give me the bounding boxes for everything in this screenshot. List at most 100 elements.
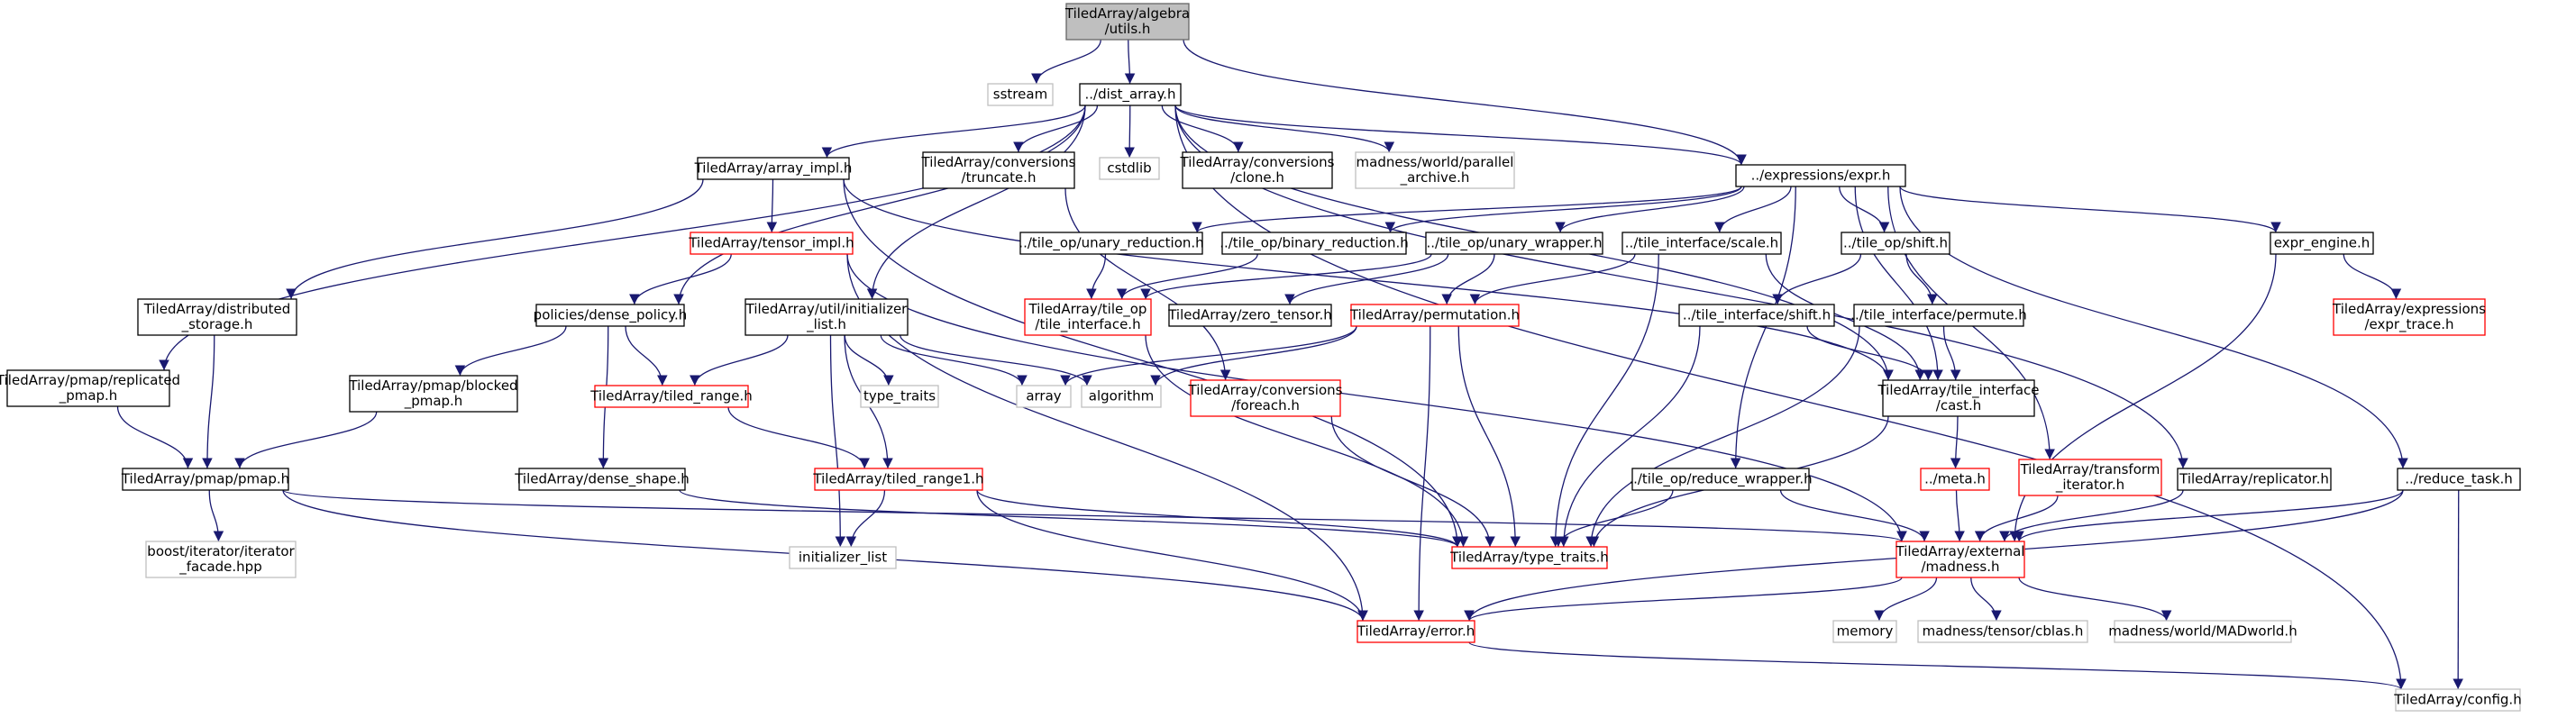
edge-unary_wrapper-to-zero_tensor <box>1284 253 1449 305</box>
node-box <box>1920 468 1990 491</box>
node-madness_parallel[interactable]: madness/world/parallel_archive.h <box>1355 151 1515 189</box>
node-memory[interactable]: memory <box>1832 620 1897 643</box>
node-dense_shape[interactable]: TiledArray/dense_shape.h <box>514 468 690 491</box>
node-label: ../expressions/expr.h <box>1751 168 1891 184</box>
node-expr_engine[interactable]: expr_engine.h <box>2270 232 2374 255</box>
edge-dist_array-to-array_impl <box>821 105 1086 159</box>
node-tiled_range1[interactable]: TiledArray/tiled_range1.h <box>812 468 984 491</box>
node-box <box>1853 304 2024 327</box>
edge-dense_policy-to-tiled_range <box>625 325 668 386</box>
node-box <box>2018 459 2162 496</box>
edge-ti_scale-to-permutation <box>1469 253 1636 305</box>
node-label: TiledArray/tensor_impl.h <box>688 235 854 252</box>
node-pmap[interactable]: TiledArray/pmap/pmap.h <box>121 468 289 491</box>
node-box <box>814 468 983 491</box>
edge-expr-to-reduce_task <box>1899 186 2408 469</box>
node-tiled_range[interactable]: TiledArray/tiled_range.h <box>589 385 753 408</box>
node-ti_cast[interactable]: TiledArray/tile_interface/cast.h <box>1877 379 2040 417</box>
edge-expr_engine-to-expr_trace <box>2343 253 2402 300</box>
edge-pmap_repl-to-pmap <box>116 405 194 469</box>
edge-reduce_task-to-config <box>2453 489 2464 690</box>
node-unary_reduction[interactable]: ../tile_op/unary_reduction.h <box>1019 232 1204 255</box>
node-sstream[interactable]: sstream <box>987 83 1054 106</box>
node-pmap_blocked[interactable]: TiledArray/pmap/blocked_pmap.h <box>348 375 518 413</box>
node-label: ../dist_array.h <box>1085 86 1176 104</box>
edge-dist_array-to-init_list <box>866 105 1086 300</box>
edge-conv_foreach-to-ta_type_traits <box>1330 415 1495 548</box>
node-label: TiledArray/pmap/blocked <box>348 377 517 394</box>
node-mad_world[interactable]: madness/world/MADworld.h <box>2108 620 2297 643</box>
node-box <box>122 468 289 491</box>
node-box <box>1065 3 1190 41</box>
node-label: TiledArray/algebra <box>1064 5 1190 22</box>
node-array_impl[interactable]: TiledArray/array_impl.h <box>694 157 853 180</box>
edge-expr-to-ti_scale <box>1713 186 1792 233</box>
node-label: madness/world/MADworld.h <box>2108 623 2297 640</box>
node-conv_truncate[interactable]: TiledArray/conversions/truncate.h <box>921 151 1076 189</box>
node-type_traits_std[interactable]: type_traits <box>860 385 939 408</box>
node-conv_clone[interactable]: TiledArray/conversions/clone.h <box>1180 151 1335 189</box>
node-label: TiledArray/tile_op <box>1028 301 1147 318</box>
node-initializer_list[interactable]: initializer_list <box>789 546 897 569</box>
node-label: ../tile_op/reduce_wrapper.h <box>1629 471 1812 488</box>
node-reduce_task[interactable]: ../reduce_task.h <box>2397 468 2521 491</box>
node-shift_op[interactable]: ../tile_op/shift.h <box>1841 232 1950 255</box>
node-label: TiledArray/conversions <box>1180 154 1335 170</box>
node-label: array <box>1026 388 1061 404</box>
node-dist_array[interactable]: ../dist_array.h <box>1079 83 1182 106</box>
edge-binary_reduction-to-tile_op_ti <box>1116 253 1258 300</box>
node-boost_iter[interactable]: boost/iterator/iterator_facade.hpp <box>145 541 297 578</box>
node-dense_policy[interactable]: policies/dense_policy.h <box>534 304 688 327</box>
node-label: /truncate.h <box>962 169 1037 186</box>
node-binary_reduction[interactable]: ../tile_op/binary_reduction.h <box>1219 232 1409 255</box>
node-transform_iter[interactable]: TiledArray/transform_iterator.h <box>2018 459 2162 496</box>
node-label: ../tile_op/binary_reduction.h <box>1219 235 1409 252</box>
node-label: expr_engine.h <box>2274 235 2370 252</box>
node-meta[interactable]: ../meta.h <box>1920 468 1990 491</box>
node-pmap_repl[interactable]: TiledArray/pmap/replicated_pmap.h <box>0 369 180 407</box>
edge-init_list-to-type_traits_std <box>844 334 894 386</box>
node-tensor_impl[interactable]: TiledArray/tensor_impl.h <box>688 232 854 255</box>
node-expr_trace[interactable]: TiledArray/expressions/expr_trace.h <box>2332 298 2486 336</box>
node-init_list[interactable]: TiledArray/util/initializer_list.h <box>744 298 909 336</box>
edge-ti_permute-to-ti_cast <box>1942 325 1961 381</box>
node-box <box>2114 620 2292 643</box>
node-reduce_wrapper[interactable]: ../tile_op/reduce_wrapper.h <box>1629 468 1813 491</box>
node-ti_scale[interactable]: ../tile_interface/scale.h <box>1621 232 1782 255</box>
edge-expr-to-binary_reduction <box>1384 186 1742 233</box>
node-dist_storage[interactable]: TiledArray/distributed_storage.h <box>137 298 297 336</box>
edge-ext_madness-to-memory <box>1874 577 1938 622</box>
node-label: madness/world/parallel <box>1357 154 1514 170</box>
node-ti_shift[interactable]: ../tile_interface/shift.h <box>1678 304 1835 327</box>
node-unary_wrapper[interactable]: ../tile_op/unary_wrapper.h <box>1425 232 1603 255</box>
node-error[interactable]: TiledArray/error.h <box>1357 620 1475 643</box>
node-box <box>594 385 749 408</box>
node-tile_op_ti[interactable]: TiledArray/tile_op/tile_interface.h <box>1024 298 1152 336</box>
node-zero_tensor[interactable]: TiledArray/zero_tensor.h <box>1167 304 1332 327</box>
node-cstdlib[interactable]: cstdlib <box>1099 157 1160 180</box>
node-permutation[interactable]: TiledArray/permutation.h <box>1349 304 1520 327</box>
node-algorithm[interactable]: algorithm <box>1081 385 1162 408</box>
node-expr[interactable]: ../expressions/expr.h <box>1735 164 1906 187</box>
edge-array_impl-to-dist_storage <box>286 178 704 300</box>
node-label: TiledArray/external <box>1895 543 2025 559</box>
edge-ext_madness-to-mad_world <box>2018 577 2172 622</box>
edge-tiled_range-to-tiled_range1 <box>727 406 870 469</box>
node-label: TiledArray/pmap/replicated <box>0 372 180 388</box>
node-mad_cblas[interactable]: madness/tensor/cblas.h <box>1917 620 2088 643</box>
node-box <box>1182 151 1333 189</box>
node-conv_foreach[interactable]: TiledArray/conversions/foreach.h <box>1188 379 1343 417</box>
node-box <box>744 298 909 336</box>
node-array_std[interactable]: array <box>1016 385 1072 408</box>
node-ta_type_traits[interactable]: TiledArray/type_traits.h <box>1449 546 1609 569</box>
node-replicator[interactable]: TiledArray/replicator.h <box>2177 468 2332 491</box>
edge-dist_array-to-madness_parallel <box>1174 105 1395 153</box>
node-config[interactable]: TiledArray/config.h <box>2393 688 2522 712</box>
node-label: /clone.h <box>1230 169 1284 186</box>
edge-shift_op-to-ti_permute <box>1905 253 1938 305</box>
node-ti_permute[interactable]: ../tile_interface/permute.h <box>1850 304 2027 327</box>
node-ext_madness[interactable]: TiledArray/external/madness.h <box>1895 541 2025 578</box>
node-box <box>1451 546 1608 569</box>
edge-ti_scale-to-ti_cast <box>1765 253 1926 381</box>
edge-permutation-to-error <box>1413 325 1431 622</box>
